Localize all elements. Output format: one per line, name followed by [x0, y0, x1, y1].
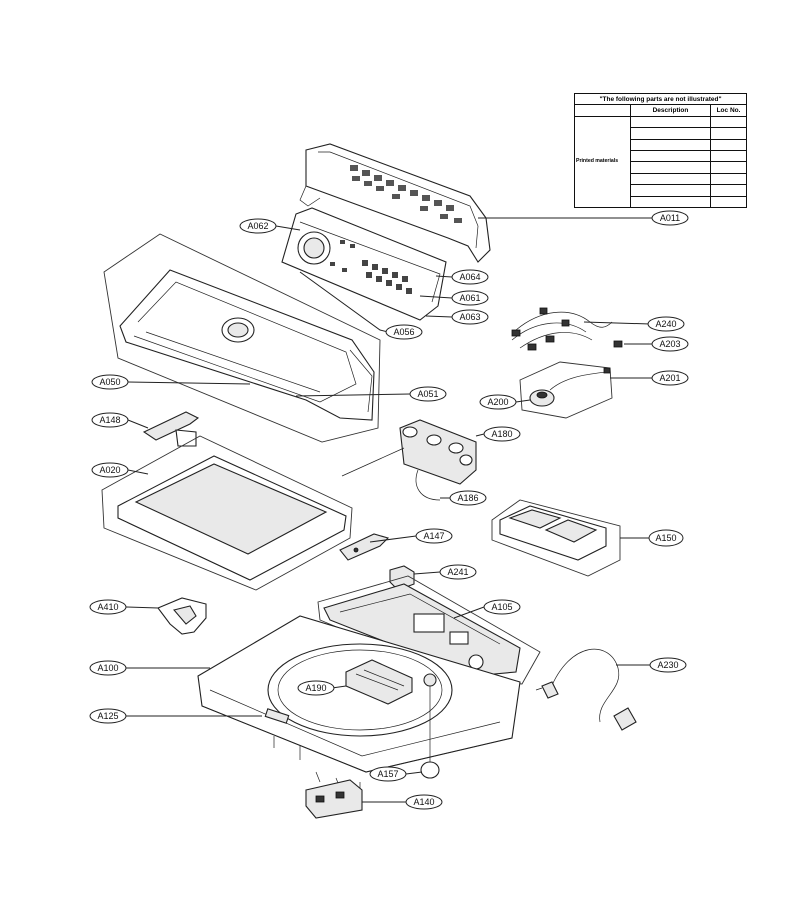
control-panel-group-outline	[103, 233, 381, 443]
callout-a062: A062	[239, 218, 277, 234]
svg-text:A410: A410	[97, 602, 118, 612]
svg-text:A100: A100	[97, 663, 118, 673]
lid-group-outline	[101, 435, 353, 591]
callout-a201: A201	[651, 370, 689, 386]
svg-text:A125: A125	[97, 711, 118, 721]
callout-a147: A147	[415, 528, 453, 544]
svg-text:A147: A147	[423, 531, 444, 541]
callout-a064: A064	[451, 269, 489, 285]
power-cord	[535, 648, 637, 731]
callout-a230: A230	[649, 657, 687, 673]
svg-text:A140: A140	[413, 797, 434, 807]
callout-a241: A241	[439, 564, 477, 580]
svg-text:A230: A230	[657, 660, 678, 670]
control-pcb-assembly	[281, 207, 447, 321]
callout-a203: A203	[651, 336, 689, 352]
connector-a203	[613, 340, 623, 348]
svg-text:A020: A020	[99, 465, 120, 475]
callout-a050: A050	[91, 374, 129, 390]
pressure-sensor	[519, 361, 613, 419]
hinge-bracket-a147	[339, 533, 390, 561]
leader-lines	[125, 217, 652, 803]
svg-text:A050: A050	[99, 377, 120, 387]
balance-ring	[157, 597, 207, 635]
callout-a056: A056	[385, 324, 423, 340]
bracket-a148	[142, 411, 200, 447]
lint-filter	[345, 659, 413, 705]
callout-a240: A240	[647, 316, 685, 332]
svg-text:A201: A201	[659, 373, 680, 383]
svg-text:A240: A240	[655, 319, 676, 329]
callout-a063: A063	[451, 309, 489, 325]
callout-a150: A150	[648, 529, 684, 547]
svg-text:A200: A200	[487, 397, 508, 407]
callout-a051: A051	[409, 386, 447, 402]
detergent-drawer	[491, 499, 621, 577]
svg-text:A190: A190	[305, 683, 326, 693]
svg-text:A180: A180	[491, 429, 512, 439]
svg-text:A062: A062	[247, 221, 268, 231]
table-cell	[709, 195, 748, 208]
svg-text:A186: A186	[457, 493, 478, 503]
svg-text:A150: A150	[655, 533, 676, 543]
control-panel-front	[119, 269, 375, 421]
callout-a140: A140	[405, 794, 443, 810]
svg-text:A056: A056	[393, 327, 414, 337]
callout-a100: A100	[89, 660, 127, 676]
top-cover-bracket	[317, 575, 541, 685]
svg-text:A157: A157	[377, 769, 398, 779]
callout-a105: A105	[483, 599, 521, 615]
callout-a125: A125	[89, 708, 127, 724]
water-valve-assembly	[341, 419, 477, 501]
control-panel-rear-housing	[299, 143, 491, 263]
callout-a410: A410	[89, 599, 127, 615]
svg-text:A064: A064	[459, 272, 480, 282]
svg-text:A203: A203	[659, 339, 680, 349]
svg-text:A063: A063	[459, 312, 480, 322]
svg-text:A051: A051	[417, 389, 438, 399]
lid-switch-assembly	[305, 771, 363, 819]
svg-text:A241: A241	[447, 567, 468, 577]
lid-assembly	[117, 455, 347, 581]
callout-a020: A020	[91, 462, 129, 478]
wire-harness	[511, 307, 613, 351]
callout-a157: A157	[369, 766, 407, 782]
parts-not-illustrated-table: "The following parts are not illustrated…	[573, 92, 748, 208]
callout-a011: A011	[651, 210, 689, 226]
callout-a190: A190	[297, 680, 335, 696]
svg-text:A148: A148	[99, 415, 120, 425]
svg-text:A105: A105	[491, 602, 512, 612]
callout-a186: A186	[449, 490, 487, 506]
callout-a148: A148	[91, 412, 129, 428]
svg-text:A061: A061	[459, 293, 480, 303]
callout-a200: A200	[479, 394, 517, 410]
cap-a157	[420, 673, 440, 779]
svg-text:A011: A011	[660, 213, 680, 223]
callout-a061: A061	[451, 290, 489, 306]
callout-a180: A180	[483, 426, 521, 442]
